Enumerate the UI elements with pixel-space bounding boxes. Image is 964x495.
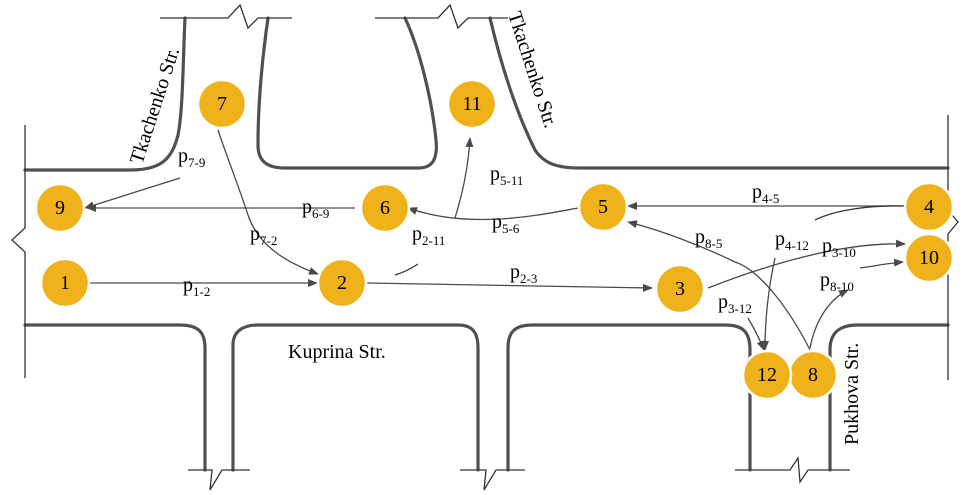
svg-text:12: 12: [757, 364, 777, 386]
flow-labels: p7-9 p6-9 p7-2 p1-2 p2-11 p5-11 p5-6 p2-…: [178, 145, 856, 316]
flow-arrow-2-3: [366, 282, 653, 292]
flow-label: p8-5: [695, 226, 722, 251]
flow-arrow-4-12: [761, 257, 776, 351]
road-edge: [23, 323, 207, 472]
flow-label: p5-6: [492, 211, 520, 236]
flow-arrow-4-curve: [814, 205, 906, 221]
flow-arrow-8-10: [809, 289, 849, 349]
node-11: 11: [446, 78, 498, 130]
svg-text:5: 5: [598, 196, 608, 218]
road-end-left: [11, 125, 26, 378]
street-label-kuprina: Kuprina Str.: [288, 341, 386, 363]
svg-text:10: 10: [919, 247, 939, 269]
node-3: 3: [654, 263, 706, 315]
street-label-tkachenko-right: Tkachenko Str.: [503, 9, 561, 131]
node-6: 6: [359, 182, 411, 234]
flow-label: p7-9: [178, 145, 205, 170]
svg-text:3: 3: [675, 278, 685, 300]
street-label-pukhova: Pukhova Str.: [841, 343, 863, 445]
road-end-bottom-3: [735, 456, 850, 484]
road-end-right: [947, 115, 959, 380]
flow-label: p2-11: [412, 223, 445, 248]
flow-label: p6-9: [302, 196, 329, 221]
flow-arrow-2-tail: [394, 263, 419, 276]
node-12: 12: [741, 349, 793, 401]
road-end-top-left: [160, 3, 292, 30]
node-1: 1: [39, 257, 91, 309]
road-edge: [506, 323, 752, 472]
flow-arrow-7-9: [84, 177, 181, 210]
flow-label: p4-12: [775, 228, 809, 253]
road-edge: [231, 323, 480, 472]
road-edge: [828, 323, 950, 472]
svg-text:4: 4: [924, 196, 934, 218]
svg-text:6: 6: [380, 197, 390, 219]
street-label-tkachenko-left: Tkachenko Str.: [126, 45, 184, 167]
node-2: 2: [316, 257, 368, 309]
svg-text:2: 2: [337, 272, 347, 294]
svg-text:1: 1: [60, 272, 70, 294]
nodes: 1 2 3 4 5 6 7 8 9 10 11 12: [34, 78, 955, 401]
road-edge: [488, 16, 950, 170]
flow-arrow-3-10-a: [707, 239, 906, 289]
flow-label: p2-3: [510, 261, 537, 286]
flow-label: p3-10: [822, 235, 856, 260]
road-end-bottom-2: [460, 469, 525, 491]
road-network: [11, 3, 959, 491]
flow-arrow-8-5: [627, 220, 811, 351]
node-9: 9: [34, 182, 86, 234]
flow-label: p8-10: [820, 269, 854, 294]
road-edge: [256, 16, 438, 170]
node-7: 7: [196, 78, 248, 130]
flow-arrow-3-10-b: [859, 258, 904, 269]
svg-text:8: 8: [808, 364, 818, 386]
road-end-top-right: [375, 3, 508, 30]
flow-arrows: [84, 129, 906, 351]
flow-label: p3-12: [718, 291, 752, 316]
svg-text:7: 7: [217, 93, 227, 115]
flow-label: p1-2: [183, 274, 210, 299]
node-8: 8: [787, 349, 839, 401]
flow-arrow-3-12: [747, 317, 765, 351]
road-end-bottom-1: [188, 469, 250, 491]
node-10: 10: [903, 232, 955, 284]
flow-arrow-7-2: [217, 129, 319, 275]
svg-text:9: 9: [55, 197, 65, 219]
road-edge: [23, 16, 187, 172]
flow-label: p4-5: [752, 181, 779, 206]
flow-arrow-2-11: [454, 137, 474, 219]
flow-arrow-5-6: [407, 207, 579, 221]
svg-text:11: 11: [462, 93, 481, 115]
flow-label: p7-2: [250, 223, 277, 248]
node-4: 4: [903, 181, 955, 233]
flow-label: p5-11: [490, 163, 523, 188]
node-5: 5: [577, 181, 629, 233]
